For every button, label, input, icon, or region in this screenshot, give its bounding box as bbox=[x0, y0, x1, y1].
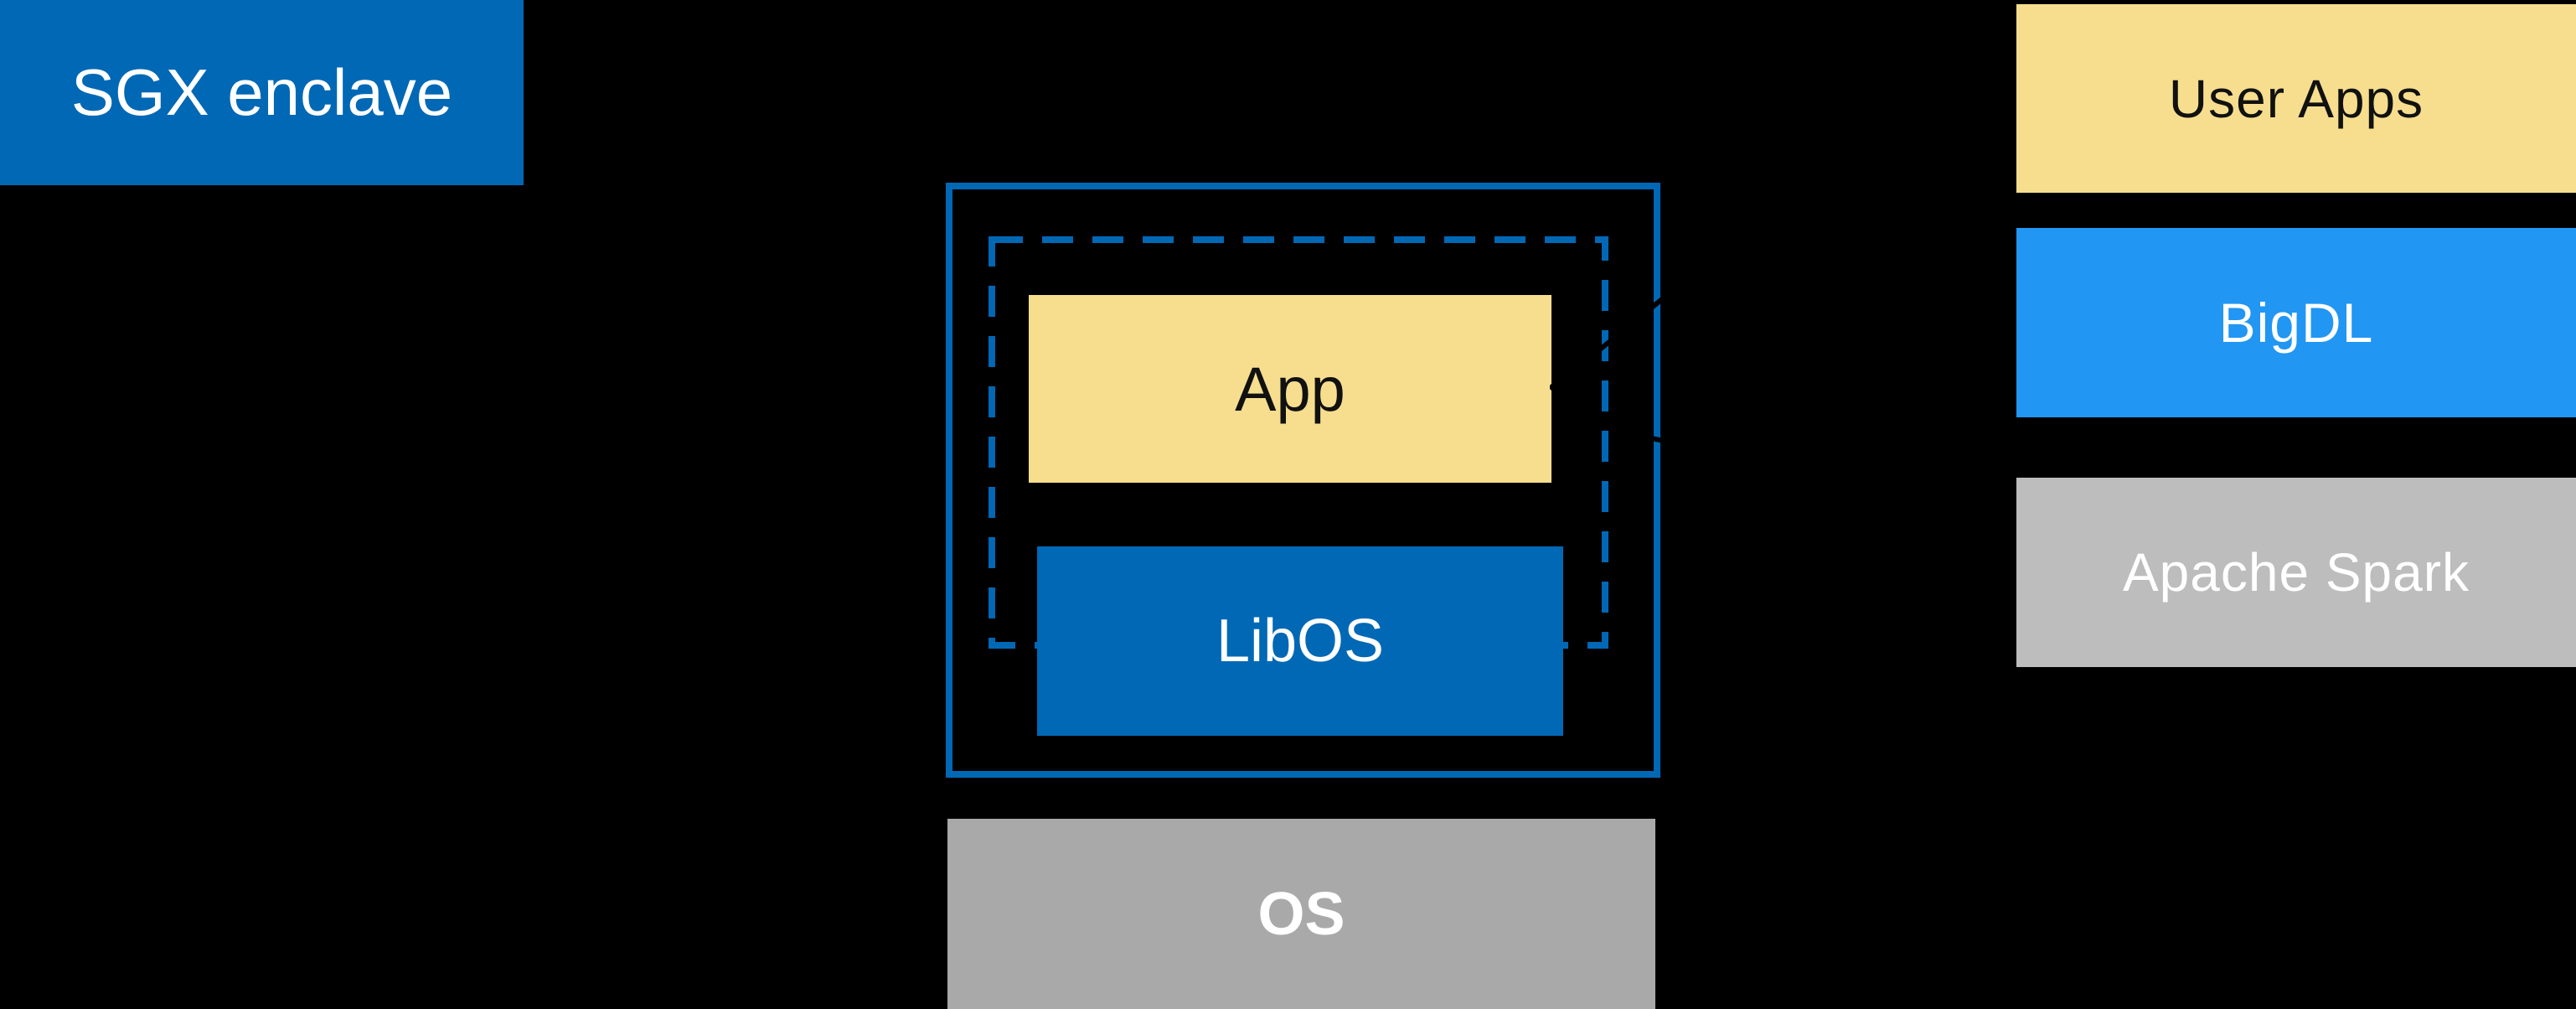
stack-item-apache-spark: Apache Spark bbox=[2016, 478, 2576, 667]
os-label: OS bbox=[1257, 880, 1345, 948]
sgx-enclave-label: SGX enclave bbox=[70, 55, 453, 129]
bigdl-label: BigDL bbox=[2218, 292, 2374, 354]
enclave-box bbox=[946, 183, 1660, 778]
sgx-enclave-box: SGX enclave bbox=[0, 0, 524, 185]
libos-box: LibOS bbox=[1037, 546, 1563, 736]
libos-label: LibOS bbox=[1216, 608, 1385, 675]
stack-item-user-apps: User Apps bbox=[2016, 4, 2576, 193]
apache-spark-label: Apache Spark bbox=[2122, 542, 2470, 603]
stack-item-bigdl: BigDL bbox=[2016, 228, 2576, 417]
user-apps-label: User Apps bbox=[2168, 68, 2424, 129]
app-box: App bbox=[1029, 295, 1551, 483]
os-box: OS bbox=[947, 819, 1655, 1009]
app-label: App bbox=[1235, 354, 1345, 424]
